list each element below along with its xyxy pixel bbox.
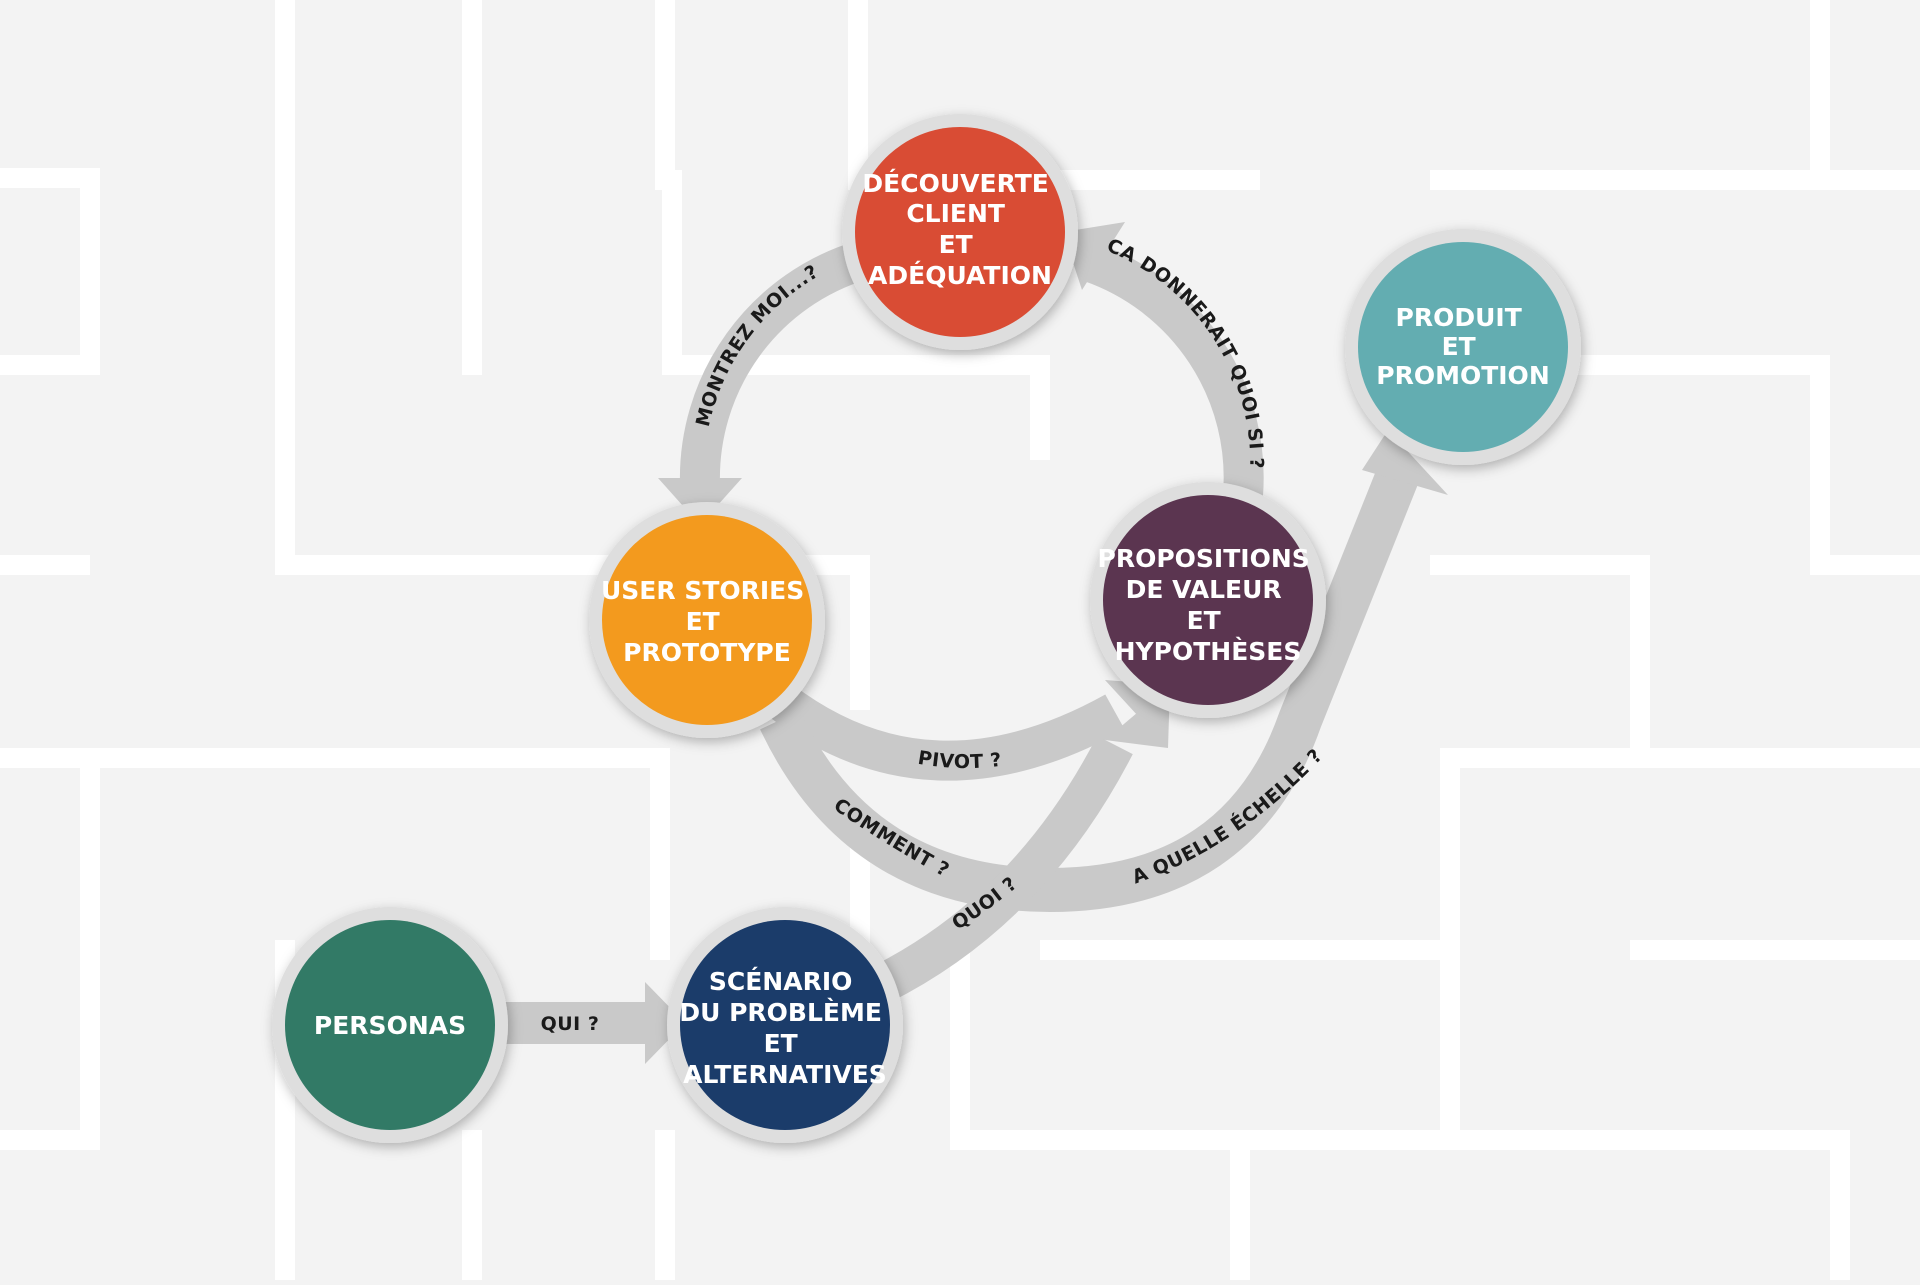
maze-line [275,0,870,710]
maze-line [662,170,1050,460]
arrow-pivot [767,684,1125,781]
edge-label-qui: QUI ? [541,1013,600,1035]
node-label: USER STORIES ET PROTOTYPE [601,576,813,667]
node-label: PERSONAS [314,1011,466,1040]
arrow-echelle-head [1362,430,1448,495]
node-label: SCÉNARIO DU PROBLÈME ET ALTERNATIVES [679,967,890,1089]
maze-line [1440,760,1850,1285]
node-decouverte: DÉCOUVERTE CLIENT ET ADÉQUATION [842,114,1078,350]
maze-line [1430,355,1920,575]
node-fill [602,515,812,725]
node-scenario: SCÉNARIO DU PROBLÈME ET ALTERNATIVES [667,907,903,1143]
edge-label-pivot: PIVOT ? [916,747,1003,773]
node-fill [1103,495,1313,705]
node-propositions: PROPOSITIONS DE VALEUR ET HYPOTHÈSES [1090,482,1326,718]
arrow-echelle [760,461,1421,913]
arrow-ca-donnerait-head [1063,222,1125,290]
arrow-ca-donnerait [1083,243,1264,497]
node-personas: PERSONAS [272,907,508,1143]
node-label: PRODUIT ET PROMOTION [1376,303,1550,390]
node-fill [285,920,495,1130]
arrow-qui [495,1002,655,1044]
node-label: PROPOSITIONS DE VALEUR ET HYPOTHÈSES [1098,544,1319,666]
maze-line [950,940,1250,1285]
arrows [495,222,1448,1064]
node-label: DÉCOUVERTE CLIENT ET ADÉQUATION [862,169,1057,290]
maze-line [0,748,100,1150]
maze-line [90,748,670,960]
node-fill [680,920,890,1130]
maze-line [0,168,100,375]
arrow-montrez-moi [679,240,869,486]
maze-line [1430,555,1650,768]
arrow-qui-head [645,982,685,1064]
node-fill [855,127,1065,337]
node-fill [1358,242,1568,452]
arrow-quoi [871,735,1133,1003]
node-produit: PRODUIT ET PROMOTION [1345,229,1581,465]
node-user-stories: USER STORIES ET PROTOTYPE [589,502,825,738]
arrow-montrez-moi-head [658,478,742,525]
